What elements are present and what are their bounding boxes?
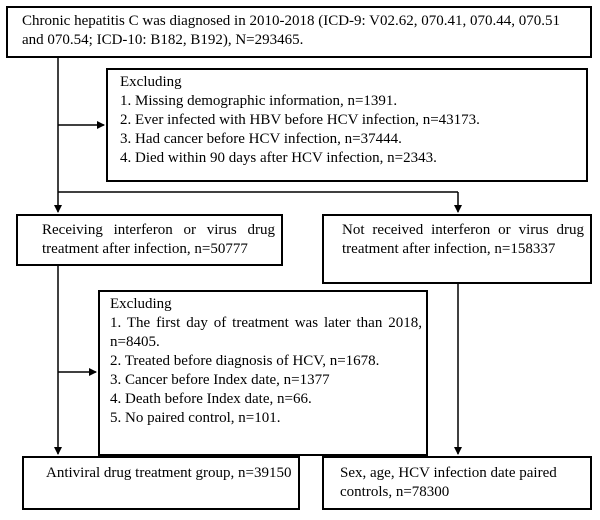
antiviral-group-box: Antiviral drug treatment group, n=39150 xyxy=(22,456,300,510)
cohort-source-box: Chronic hepatitis C was diagnosed in 201… xyxy=(6,6,592,58)
treated-text: Receiving interferon or virus drug treat… xyxy=(42,222,275,257)
exclusion-box-1: Excluding 1. Missing demographic informa… xyxy=(106,68,588,182)
paired-controls-text: Sex, age, HCV infection date paired cont… xyxy=(340,465,557,500)
exclusion-box-2: Excluding 1. The first day of treatment … xyxy=(98,290,428,456)
exclusion-item: 4. Died within 90 days after HCV infecti… xyxy=(120,150,437,166)
exclusion-item: 3. Cancer before Index date, n=1377 xyxy=(110,372,330,388)
exclusion-item: 3. Had cancer before HCV infection, n=37… xyxy=(120,131,402,147)
paired-controls-box: Sex, age, HCV infection date paired cont… xyxy=(322,456,592,510)
untreated-text: Not received interferon or virus drug tr… xyxy=(342,222,584,257)
exclusion-item: 1. The first day of treatment was later … xyxy=(110,315,422,350)
untreated-box: Not received interferon or virus drug tr… xyxy=(322,214,592,284)
exclusion-heading: Excluding xyxy=(110,296,172,312)
treated-box: Receiving interferon or virus drug treat… xyxy=(16,214,283,266)
exclusion-item: 2. Treated before diagnosis of HCV, n=16… xyxy=(110,353,380,369)
antiviral-group-text: Antiviral drug treatment group, n=39150 xyxy=(46,465,292,481)
exclusion-item: 5. No paired control, n=101. xyxy=(110,410,281,426)
exclusion-item: 1. Missing demographic information, n=13… xyxy=(120,93,398,109)
exclusion-item: 4. Death before Index date, n=66. xyxy=(110,391,312,407)
exclusion-heading: Excluding xyxy=(120,74,182,90)
exclusion-item: 2. Ever infected with HBV before HCV inf… xyxy=(120,112,480,128)
cohort-source-text: Chronic hepatitis C was diagnosed in 201… xyxy=(22,13,561,48)
